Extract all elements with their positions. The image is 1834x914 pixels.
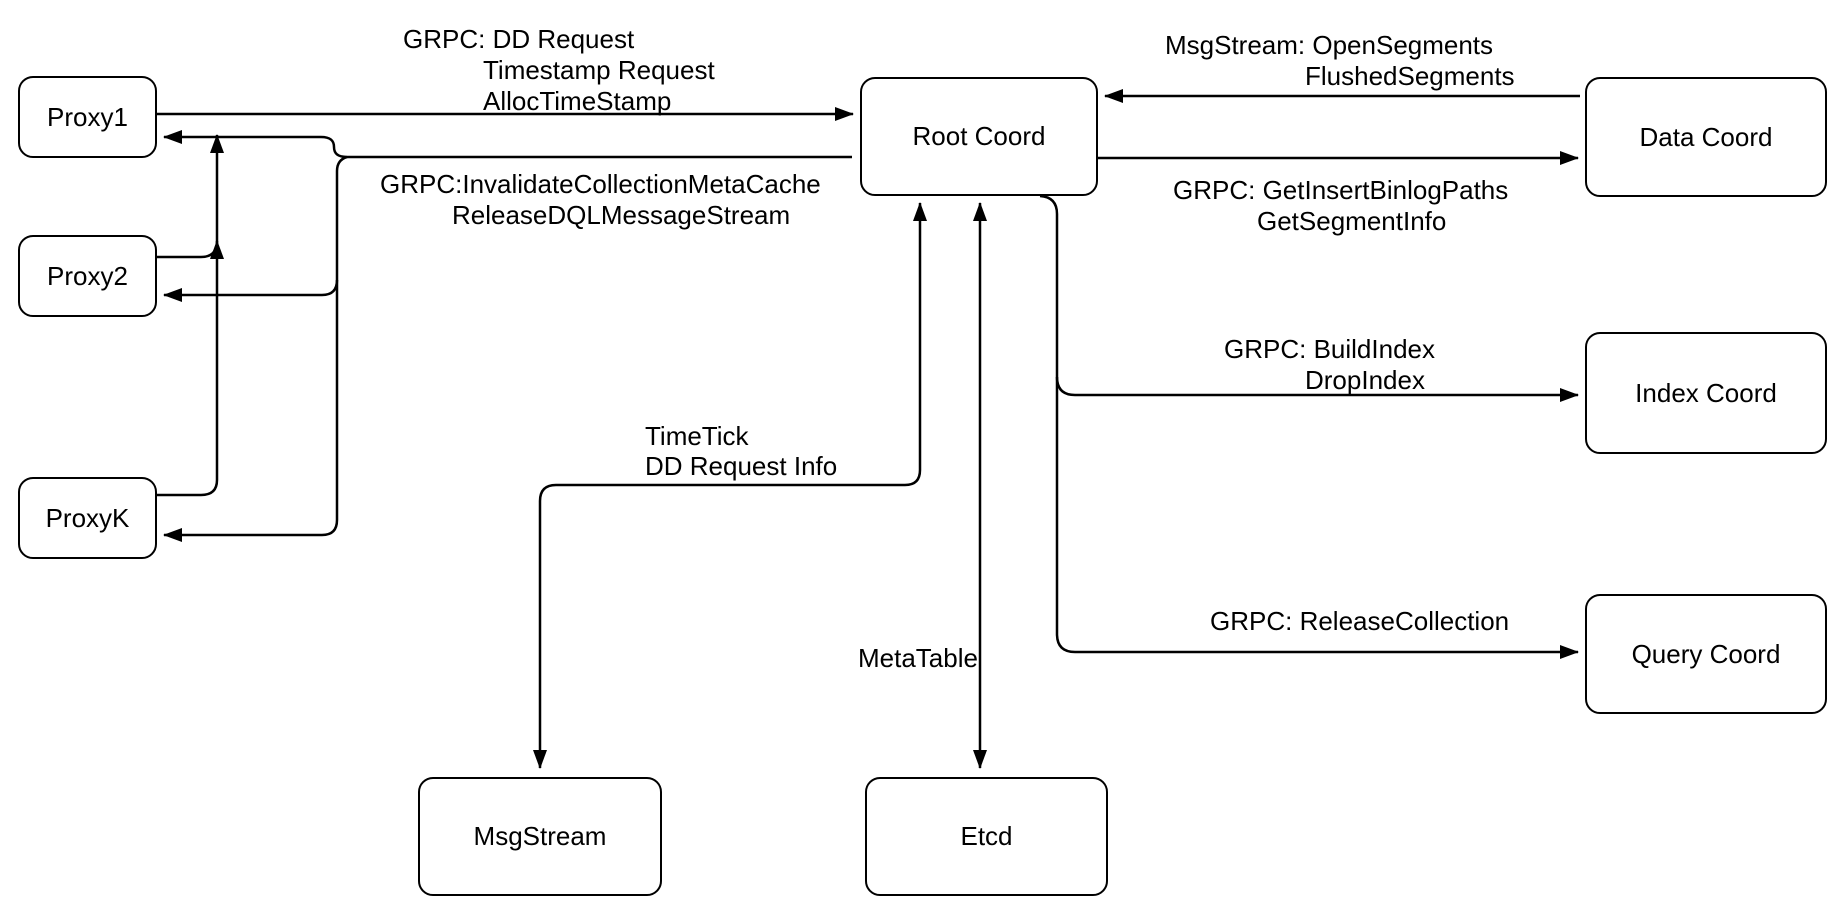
- node-proxy1-label: Proxy1: [47, 101, 128, 132]
- label-root-to-etcd-line1: MetaTable: [858, 643, 978, 673]
- label-proxy-to-root-line2: Timestamp Request: [483, 55, 715, 85]
- edge-root-coord-to-proxy1: [163, 130, 852, 159]
- node-proxy2: Proxy2: [18, 235, 157, 317]
- label-root-to-msgstream-line2: DD Request Info: [645, 451, 838, 481]
- edge-root-coord-to-index-coord: [1055, 376, 1579, 402]
- node-index-coord-label: Index Coord: [1635, 377, 1777, 408]
- label-root-to-msgstream-line1: TimeTick: [645, 421, 749, 451]
- node-etcd-label: Etcd: [960, 821, 1013, 851]
- node-query-coord: Query Coord: [1585, 594, 1827, 714]
- label-root-to-data-line1: GRPC: GetInsertBinlogPaths: [1173, 175, 1509, 205]
- edge-root-coord-msgstream: [533, 202, 927, 769]
- edge-root-coord-to-proxyk: [163, 155, 348, 542]
- node-proxyk: ProxyK: [18, 477, 157, 559]
- node-msgstream: MsgStream: [418, 777, 662, 896]
- node-data-coord: Data Coord: [1585, 77, 1827, 197]
- label-root-to-proxy-line1: GRPC:InvalidateCollectionMetaCache: [380, 169, 821, 199]
- node-query-coord-label: Query Coord: [1631, 638, 1781, 669]
- node-etcd: Etcd: [865, 777, 1108, 896]
- node-index-coord: Index Coord: [1585, 332, 1827, 454]
- node-msgstream-label: MsgStream: [473, 821, 607, 851]
- label-root-to-data-line2: GetSegmentInfo: [1257, 206, 1447, 236]
- node-root-coord: Root Coord: [860, 77, 1098, 196]
- edge-proxy2-merge: [157, 240, 224, 260]
- edge-proxyk-merge: [157, 248, 219, 497]
- label-root-to-index-line2: DropIndex: [1305, 365, 1425, 395]
- node-root-coord-label: Root Coord: [912, 121, 1046, 151]
- label-proxy-to-root-line1: GRPC: DD Request: [403, 24, 635, 54]
- edge-root-coord-to-query-coord: [1039, 194, 1579, 659]
- label-data-to-root-line1: MsgStream: OpenSegments: [1165, 30, 1494, 60]
- node-data-coord-label: Data Coord: [1639, 121, 1773, 152]
- edge-root-coord-to-proxy2: [163, 279, 339, 302]
- node-proxy2-label: Proxy2: [47, 260, 128, 291]
- label-proxy-to-root-line3: AllocTimeStamp: [483, 86, 672, 116]
- node-proxy1: Proxy1: [18, 76, 157, 158]
- label-root-to-proxy-line2: ReleaseDQLMessageStream: [452, 200, 791, 230]
- label-data-to-root-line2: FlushedSegments: [1305, 61, 1515, 91]
- label-root-to-query-line1: GRPC: ReleaseCollection: [1210, 606, 1510, 636]
- node-proxyk-label: ProxyK: [45, 502, 130, 533]
- label-root-to-index-line1: GRPC: BuildIndex: [1224, 334, 1435, 364]
